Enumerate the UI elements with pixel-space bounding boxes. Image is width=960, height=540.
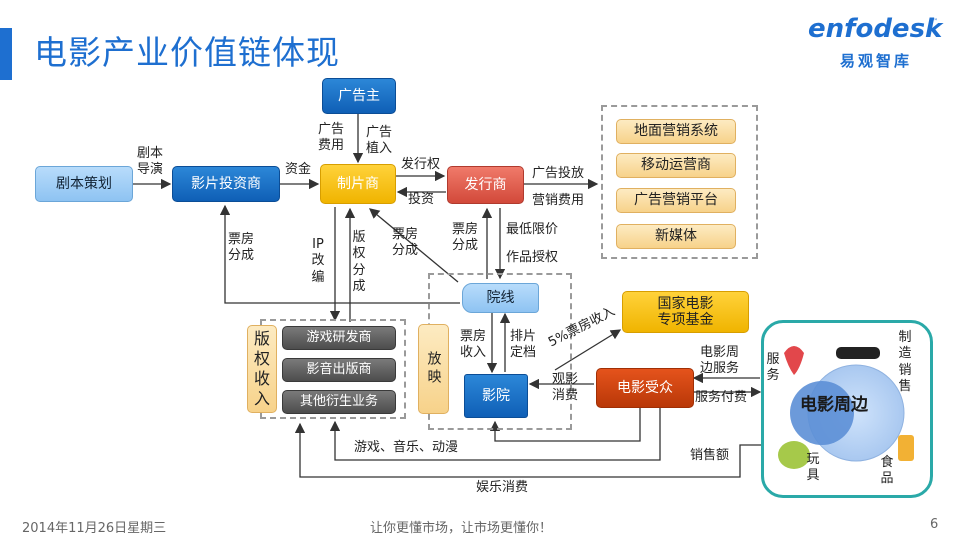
- title-accent-bar: [0, 28, 12, 80]
- periphery-manufacture-label: 制造销售: [898, 330, 912, 394]
- label-box-share-mid: 票房 分成: [392, 227, 419, 258]
- logo-subtitle: 易观智库: [840, 52, 913, 70]
- label-service-pay: 服务付费: [695, 390, 748, 405]
- script-planning-node: 剧本策划: [35, 166, 133, 202]
- logo-brand: enfodesk: [808, 14, 943, 44]
- label-schedule: 排片 定档: [510, 329, 537, 360]
- producer-node: 制片商: [320, 164, 396, 204]
- marketing-item: 新媒体: [616, 224, 736, 249]
- label-box-share-dist: 票房 分成: [452, 222, 479, 253]
- label-sales: 销售额: [690, 448, 730, 463]
- audience-node: 电影受众: [596, 368, 694, 408]
- periphery-circle-art: [778, 346, 914, 469]
- periphery-food-label: 食品: [880, 455, 894, 487]
- derivative-item: 游戏研发商: [282, 326, 396, 350]
- ad-owner-node: 广告主: [322, 78, 396, 114]
- derivative-item: 影音出版商: [282, 358, 396, 382]
- label-watch-consume: 观影 消费: [552, 372, 579, 403]
- label-ad-marketing: 广告投放: [532, 166, 585, 181]
- label-invest: 投资: [408, 192, 435, 207]
- label-ip-adapt: IP改编: [311, 237, 325, 285]
- label-box-income: 票房 收入: [460, 329, 487, 360]
- label-issue-right: 发行权: [401, 157, 441, 172]
- label-game-music-anime: 游戏、音乐、动漫: [354, 440, 459, 455]
- label-periphery-service: 电影周 边服务: [700, 345, 740, 376]
- marketing-group: [601, 105, 758, 259]
- label-ad-fee: 广告 费用: [318, 122, 345, 153]
- footer-date: 2014年11月26日星期三: [22, 521, 167, 536]
- marketing-item: 地面营销系统: [616, 119, 736, 144]
- marketing-item: 移动运营商: [616, 153, 736, 178]
- periphery-title: 电影周边: [800, 395, 868, 415]
- label-entertainment-consume: 娱乐消费: [476, 480, 529, 495]
- cinema-node: 影院: [464, 374, 528, 418]
- label-min-price: 最低限价: [506, 222, 559, 237]
- label-ad-placement: 广告 植入: [366, 125, 393, 156]
- label-capital: 资金: [285, 162, 312, 177]
- film-periphery-panel: 电影周边: [761, 320, 933, 498]
- cinema-chain-node: 院线: [462, 283, 539, 313]
- film-investor-node: 影片投资商: [172, 166, 280, 202]
- label-script-director: 剧本 导演: [137, 146, 164, 177]
- enfodesk-logo: enfodesk ™ 易观智库: [800, 14, 950, 74]
- label-box-share-left: 票房 分成: [228, 232, 255, 263]
- copyright-income-label: 版权收入: [247, 325, 277, 413]
- periphery-service-label: 服务: [766, 352, 780, 384]
- label-marketing-fee: 营销费用: [532, 193, 585, 208]
- page-number: 6: [930, 517, 939, 532]
- footer-slogan: 让你更懂市场，让市场更懂你！: [370, 521, 553, 536]
- label-work-auth: 作品授权: [506, 250, 559, 265]
- slide-title: 电影产业价值链体现: [34, 33, 340, 72]
- screening-label: 放映: [418, 324, 449, 414]
- label-copyright-share: 版权分成: [352, 230, 366, 294]
- logo-tm: ™: [932, 18, 938, 25]
- national-film-fund-node: 国家电影 专项基金: [622, 291, 749, 333]
- distributor-node: 发行商: [447, 166, 524, 204]
- periphery-toys-label: 玩具: [806, 452, 820, 484]
- marketing-item: 广告营销平台: [616, 188, 736, 213]
- derivative-item: 其他衍生业务: [282, 390, 396, 414]
